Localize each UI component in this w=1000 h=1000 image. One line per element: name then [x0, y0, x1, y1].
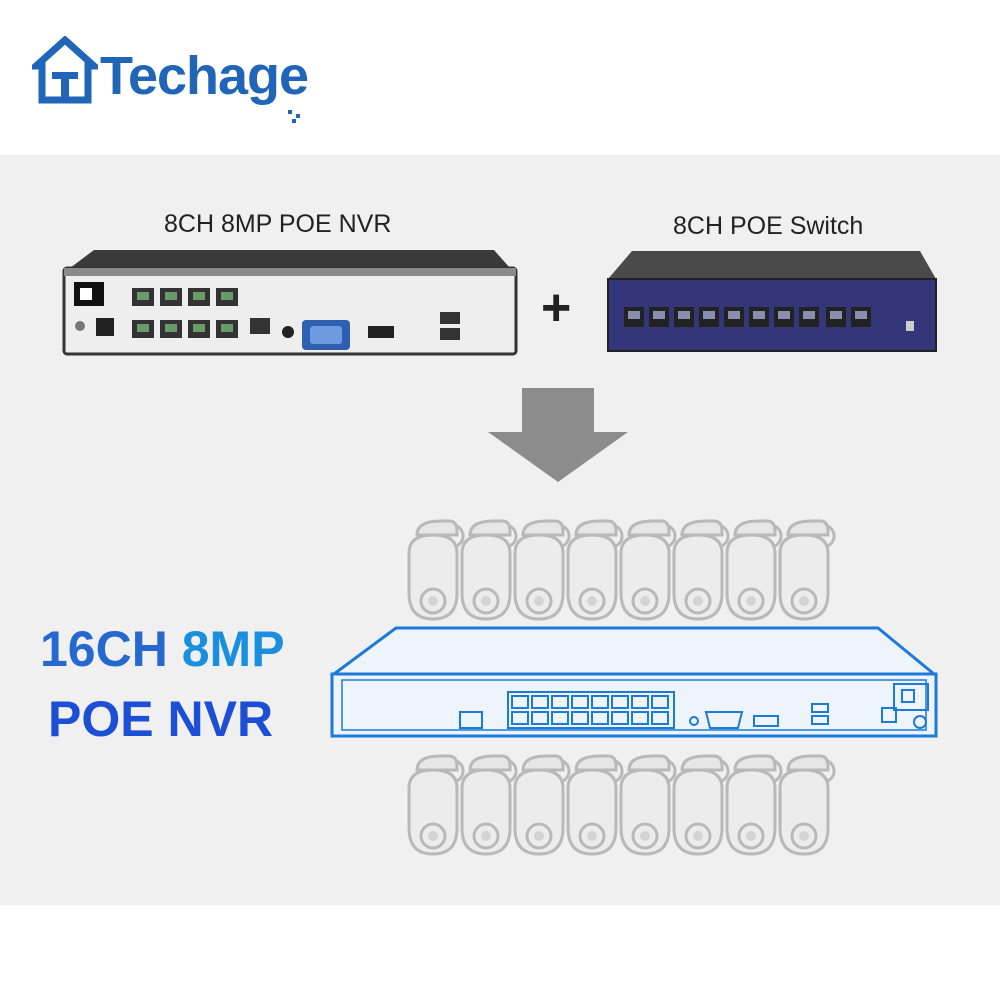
brand-name: Techage [100, 46, 309, 106]
nvr16-device-image [328, 622, 940, 751]
house-logo-icon [26, 35, 104, 111]
poe-switch-device-image [606, 249, 938, 358]
camera-row-top [400, 505, 865, 634]
brand-dots [288, 110, 310, 129]
headline-resolution: 8MP [181, 621, 285, 677]
headline-channels: 16CH [40, 621, 168, 677]
plus-operator: + [541, 279, 572, 337]
camera-row-bottom [400, 740, 865, 869]
nvr8-label: 8CH 8MP POE NVR [164, 210, 392, 238]
nvr8-device-image [62, 248, 518, 363]
switch-label: 8CH POE Switch [673, 212, 864, 240]
headline-line2: POE NVR [48, 691, 274, 747]
headline-line1: 16CH 8MP [40, 620, 285, 678]
arrow-down-icon [488, 388, 628, 487]
footer-area [0, 905, 1000, 1000]
header-area [0, 0, 1000, 155]
